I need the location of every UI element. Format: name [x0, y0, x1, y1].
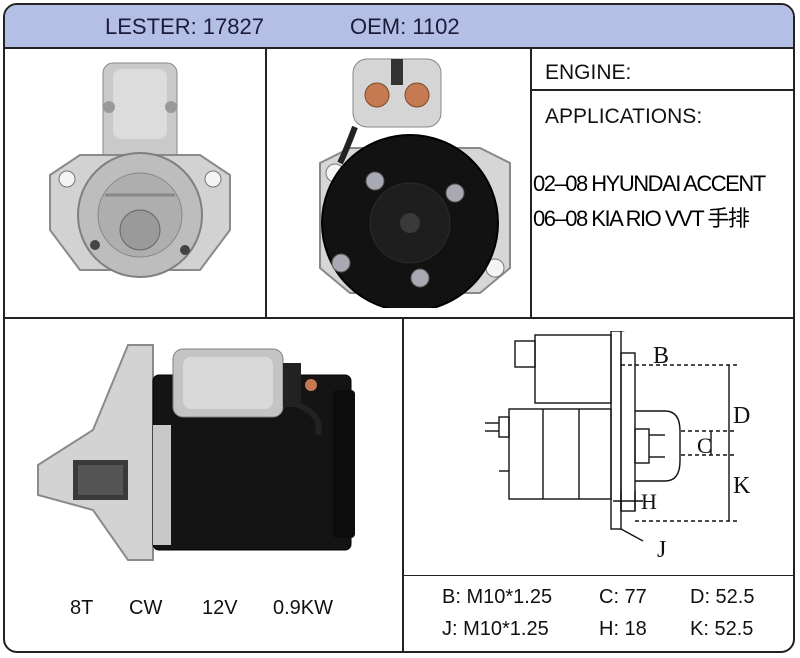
- starter-front-photo: [49, 62, 231, 278]
- application-line-1: 02–08 HYUNDAI ACCENT: [533, 171, 766, 196]
- divider-dimensions: [402, 575, 793, 576]
- engine-label: ENGINE:: [545, 61, 632, 84]
- oem-number: OEM: 1102: [350, 14, 460, 39]
- drawing-letter-d: D: [733, 403, 750, 429]
- divider-horizontal-middle: [5, 317, 793, 319]
- dim-k: K: 52.5: [690, 618, 754, 640]
- drawing-letter-b: B: [653, 343, 669, 369]
- divider-engine-row: [530, 89, 793, 91]
- lester-number: LESTER: 17827: [105, 14, 264, 39]
- application-line-2: 06–08 KIA RIO VVT 手排: [533, 206, 750, 231]
- dim-c: C: 77: [599, 586, 647, 608]
- dim-d: D: 52.5: [690, 586, 755, 608]
- starter-side-photo: [37, 344, 355, 561]
- drawing-letter-k: K: [733, 473, 751, 499]
- divider-vertical-top-2: [530, 49, 532, 319]
- dim-b: B: M10*1.25: [442, 586, 553, 608]
- drawing-letter-j: J: [657, 537, 666, 561]
- starter-rear-photo: [319, 58, 511, 308]
- dimension-drawing: B D C K H J: [485, 331, 751, 561]
- divider-vertical-bottom: [402, 317, 404, 651]
- spec-rotation: CW: [129, 597, 163, 619]
- drawing-letter-h: H: [641, 489, 657, 514]
- dim-j: J: M10*1.25: [442, 618, 549, 640]
- divider-vertical-top-1: [265, 49, 267, 319]
- drawing-letter-c: C: [697, 433, 712, 458]
- dim-h: H: 18: [599, 618, 647, 640]
- spec-teeth: 8T: [70, 597, 94, 619]
- product-sheet: LESTER: 17827 OEM: 1102 ENGINE: APPLICAT…: [3, 3, 795, 653]
- applications-label: APPLICATIONS:: [545, 105, 703, 128]
- header-bar: LESTER: 17827 OEM: 1102: [5, 5, 793, 49]
- spec-power: 0.9KW: [273, 597, 334, 619]
- spec-voltage: 12V: [202, 597, 238, 619]
